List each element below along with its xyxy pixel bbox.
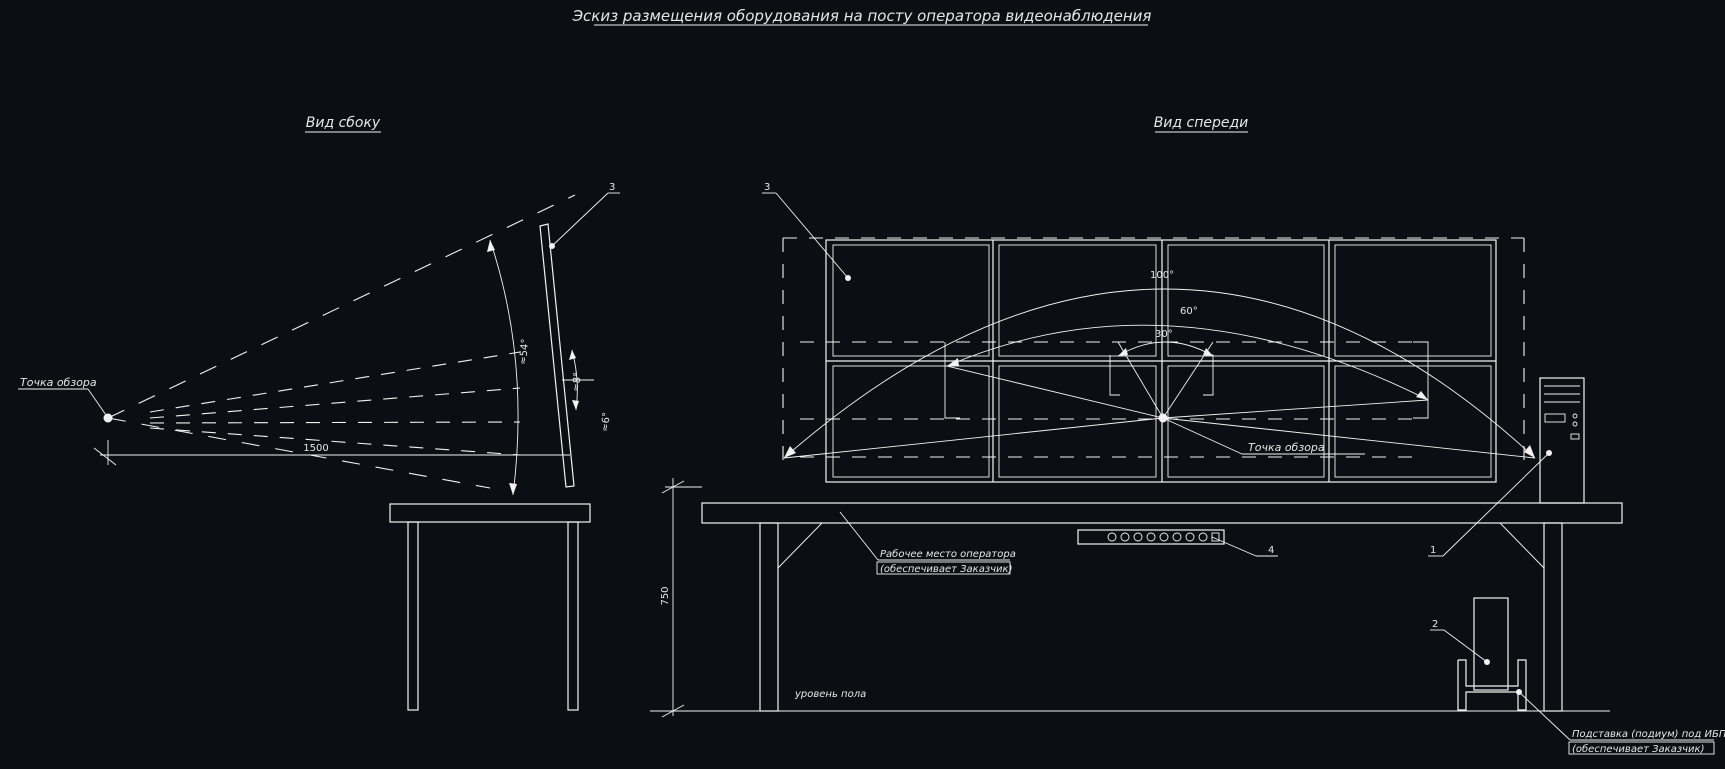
side-viewpoint-label: Точка обзора bbox=[20, 376, 97, 389]
front-view: 100° 60° 30° Точка обзора 3 bbox=[650, 182, 1725, 755]
floor-label: уровень пола bbox=[794, 689, 866, 700]
ups-stand-leader bbox=[1518, 691, 1571, 741]
angle-arc-arrow-top bbox=[487, 240, 495, 252]
desk-top bbox=[701, 502, 1623, 524]
angle-arc-large bbox=[489, 239, 519, 496]
zone-60-frame bbox=[944, 342, 960, 419]
arc-30-arrow-left bbox=[1118, 348, 1128, 356]
angle-arc-small-arrow-bottom bbox=[572, 400, 579, 410]
monitor-screen bbox=[832, 365, 990, 478]
sight-line-mid4 bbox=[149, 427, 521, 456]
monitor-screen bbox=[998, 244, 1157, 357]
angle-arc-60 bbox=[946, 324, 1429, 401]
sight-line-lower bbox=[107, 417, 491, 489]
angle-small2-label: ≈6° bbox=[600, 412, 613, 433]
pc-port bbox=[1570, 433, 1580, 440]
side-view-heading: Вид сбоку bbox=[306, 115, 381, 131]
angle-big-label: ≈54° bbox=[518, 338, 531, 365]
side-table-leg-right bbox=[567, 521, 579, 711]
height-dim-value: 750 bbox=[660, 586, 671, 605]
power-strip-callout: 4 bbox=[1268, 545, 1274, 556]
front-monitor-callout: 3 bbox=[764, 182, 770, 193]
monitor-screen bbox=[832, 244, 990, 357]
side-table-leg-left bbox=[407, 521, 419, 711]
desk-leader bbox=[839, 511, 879, 561]
arc-100-arrow-right bbox=[1524, 445, 1535, 458]
arc-30-ray-left bbox=[1117, 341, 1164, 419]
side-table-top bbox=[389, 503, 591, 523]
side-monitor-callout: 3 bbox=[609, 182, 615, 193]
monitor-screen bbox=[1334, 244, 1492, 357]
pc-callout: 1 bbox=[1430, 545, 1436, 556]
monitor-screen bbox=[1167, 244, 1325, 357]
angle-small1-label: ≈8° bbox=[571, 372, 584, 393]
angle-arc-arrow-bottom bbox=[509, 483, 517, 495]
sight-line-upper bbox=[107, 194, 576, 419]
stand-label-box bbox=[1568, 741, 1715, 755]
pc-reset-icon bbox=[1572, 421, 1578, 427]
ups bbox=[1473, 597, 1509, 691]
ups-leader bbox=[1443, 629, 1488, 663]
arc-100-ray-right bbox=[1162, 417, 1536, 459]
angle-arc-small-arrow-top bbox=[569, 350, 576, 360]
side-viewpoint-leader-2 bbox=[87, 388, 107, 416]
pc-drive bbox=[1544, 413, 1566, 423]
front-viewpoint-leader bbox=[1162, 417, 1243, 455]
side-monitor bbox=[539, 223, 575, 488]
angle-30-label: 30° bbox=[1155, 329, 1173, 340]
desk-leg-right bbox=[1543, 522, 1563, 712]
front-monitor-leader bbox=[775, 192, 849, 279]
side-monitor-leader bbox=[551, 192, 609, 247]
arc-100-ray-left bbox=[783, 417, 1164, 459]
desk-label-line1: Рабочее место оператора bbox=[880, 548, 1016, 560]
sight-line-mid1 bbox=[149, 351, 521, 413]
power-strip-sockets bbox=[1107, 532, 1220, 542]
desk-label-line2: (обеспечивает Заказчик) bbox=[880, 563, 1013, 575]
arc-100-arrow-left bbox=[784, 446, 796, 458]
sight-line-mid2 bbox=[149, 387, 521, 419]
distance-dim-tick-left bbox=[93, 447, 117, 466]
pc-leader bbox=[1442, 452, 1550, 557]
pc-tower bbox=[1539, 377, 1585, 504]
pc-power-icon bbox=[1572, 413, 1578, 419]
arc-60-arrow-right bbox=[1416, 391, 1428, 400]
power-strip-leader bbox=[1211, 536, 1257, 557]
arc-30-ray-right bbox=[1162, 341, 1214, 419]
front-viewpoint-label: Точка обзора bbox=[1248, 441, 1325, 454]
zone-60-frame-right bbox=[1413, 341, 1429, 419]
stand-label-line2: (обеспечивает Заказчик) bbox=[1572, 743, 1705, 755]
monitor-screen bbox=[1167, 365, 1325, 478]
desk-brace-right bbox=[1499, 522, 1545, 569]
distance-dim-value: 1500 bbox=[303, 443, 328, 454]
arc-60-ray-left bbox=[946, 365, 1164, 419]
front-view-heading: Вид спереди bbox=[1154, 115, 1249, 131]
sight-line-mid3 bbox=[149, 421, 521, 424]
side-view: Точка обзора 1500 ≈54° ≈8° ≈6° 3 bbox=[18, 182, 620, 711]
desk-leg-left bbox=[759, 522, 779, 712]
power-strip bbox=[1077, 529, 1225, 545]
stand-label-line1: Подставка (подиум) под ИБП bbox=[1572, 729, 1725, 740]
ups-stand bbox=[1457, 659, 1527, 711]
desk-brace-left bbox=[777, 522, 823, 569]
monitor-screen bbox=[998, 365, 1157, 478]
angle-60-label: 60° bbox=[1180, 306, 1198, 317]
ups-callout: 2 bbox=[1432, 619, 1438, 630]
angle-arc-100 bbox=[783, 288, 1536, 459]
zone-30-frame-left bbox=[1109, 355, 1120, 396]
side-viewpoint-dot bbox=[103, 413, 113, 423]
monitor-screen bbox=[1334, 365, 1492, 478]
angle-arc-30 bbox=[1117, 341, 1214, 357]
arc-60-ray-right bbox=[1162, 399, 1429, 419]
desk-label-box bbox=[876, 561, 1011, 575]
angle-100-label: 100° bbox=[1150, 270, 1174, 281]
drawing-title: Эскиз размещения оборудования на посту о… bbox=[572, 7, 1152, 25]
height-dim-tick-bottom bbox=[661, 704, 685, 718]
arc-60-arrow-left bbox=[947, 358, 959, 366]
